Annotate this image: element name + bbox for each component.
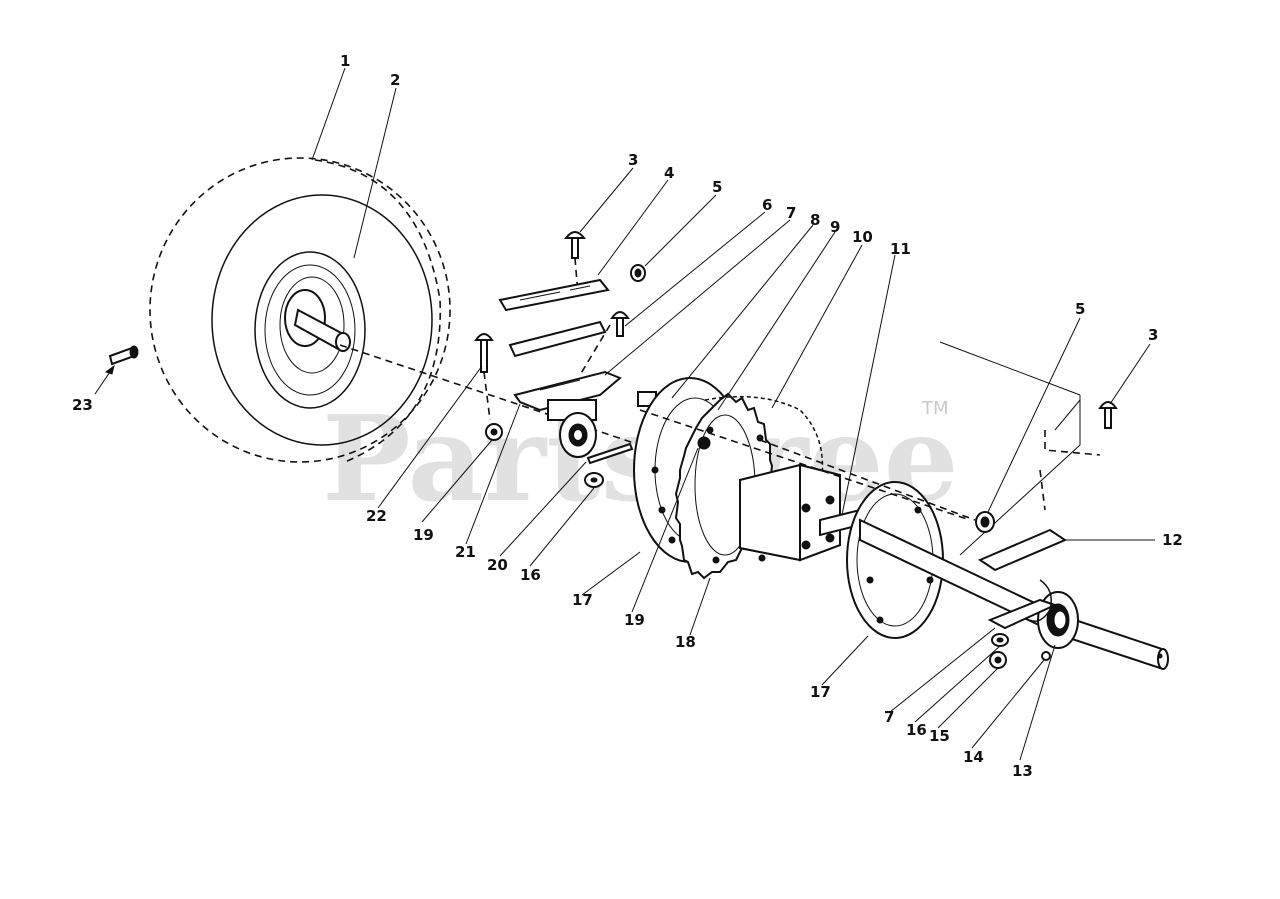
callout-21: 21 bbox=[455, 543, 476, 561]
frame-bracket[interactable] bbox=[977, 528, 1068, 630]
carriage-bolt-side[interactable] bbox=[610, 311, 630, 337]
callout-20: 20 bbox=[487, 556, 508, 574]
hex-nut-top[interactable] bbox=[630, 264, 646, 282]
callout-23: 23 bbox=[72, 396, 93, 414]
tire[interactable] bbox=[149, 157, 451, 463]
callout-3-right: 3 bbox=[1148, 326, 1158, 344]
callout-7-bottom: 7 bbox=[884, 708, 894, 726]
callout-22: 22 bbox=[366, 507, 387, 525]
lock-nut-right[interactable] bbox=[989, 651, 1007, 669]
callout-17-right: 17 bbox=[810, 683, 831, 701]
callout-5-right: 5 bbox=[1075, 300, 1085, 318]
leader-lines bbox=[94, 67, 1155, 761]
wheel-rim[interactable] bbox=[254, 251, 366, 409]
washer-right[interactable] bbox=[991, 633, 1009, 647]
hex-nut-right[interactable] bbox=[975, 511, 995, 533]
middle-plate[interactable] bbox=[508, 320, 607, 358]
callout-16-right: 16 bbox=[906, 721, 927, 739]
washer-left[interactable] bbox=[584, 472, 604, 488]
callout-18: 18 bbox=[675, 633, 696, 651]
idler-pulley[interactable] bbox=[559, 412, 597, 458]
callout-2: 2 bbox=[390, 71, 400, 89]
callout-14: 14 bbox=[963, 748, 984, 766]
callout-1: 1 bbox=[340, 52, 350, 70]
callout-17-left: 17 bbox=[572, 591, 593, 609]
frame-rail-outline bbox=[939, 341, 1101, 556]
callout-9: 9 bbox=[830, 218, 840, 236]
drive-chain[interactable] bbox=[704, 395, 824, 491]
bolt-left[interactable] bbox=[474, 333, 494, 421]
callout-16-left: 16 bbox=[520, 566, 541, 584]
axle-centerline bbox=[339, 344, 641, 446]
trademark-mark: TM bbox=[921, 398, 949, 419]
clevis-pin[interactable] bbox=[586, 442, 634, 465]
assembly-lines bbox=[579, 324, 976, 521]
callout-15: 15 bbox=[929, 727, 950, 745]
valve-stem[interactable] bbox=[108, 345, 139, 366]
callout-10: 10 bbox=[852, 228, 873, 246]
carriage-bolt-right[interactable] bbox=[1098, 401, 1118, 429]
axle-shaft[interactable] bbox=[859, 518, 1169, 670]
callout-5-top: 5 bbox=[712, 178, 722, 196]
upper-bracket-plate[interactable] bbox=[498, 278, 610, 312]
callout-4: 4 bbox=[664, 164, 674, 182]
grease-fitting[interactable] bbox=[1041, 651, 1051, 661]
callout-7-top: 7 bbox=[786, 204, 796, 222]
callouts: 1 2 3 4 5 6 7 8 9 10 11 5 3 12 13 14 15 … bbox=[72, 52, 1183, 780]
hex-nut-left[interactable] bbox=[485, 423, 503, 441]
callout-12: 12 bbox=[1162, 531, 1183, 549]
callout-11: 11 bbox=[890, 240, 911, 258]
callout-3-top: 3 bbox=[628, 151, 638, 169]
gear-box[interactable] bbox=[739, 463, 841, 562]
callout-19-right: 19 bbox=[624, 611, 645, 629]
callout-19-left: 19 bbox=[413, 526, 434, 544]
callout-13: 13 bbox=[1012, 762, 1033, 780]
callout-8: 8 bbox=[810, 211, 820, 229]
callout-6: 6 bbox=[762, 196, 772, 214]
